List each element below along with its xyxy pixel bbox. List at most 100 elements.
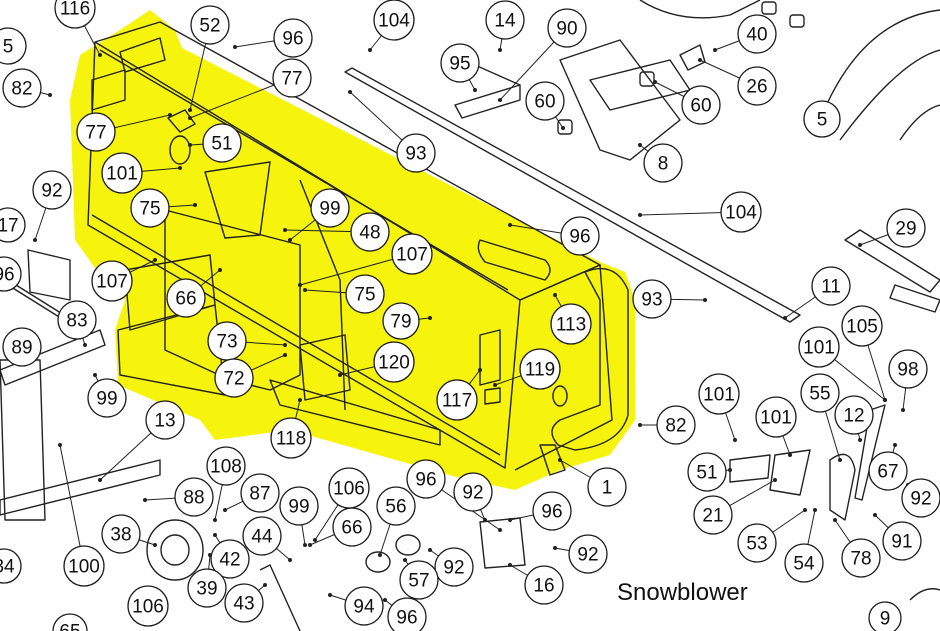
fastener-dot <box>213 533 217 537</box>
callout-circle <box>841 305 883 347</box>
callout-16: 16 <box>524 565 564 605</box>
callout-66: 66 <box>166 278 206 318</box>
callout-72: 72 <box>214 358 254 398</box>
callout-number: 66 <box>175 289 196 310</box>
callout-51: 51 <box>687 452 727 492</box>
callout-5: 5 <box>0 27 27 65</box>
callout-circle <box>681 85 721 125</box>
fastener-dot <box>773 478 777 482</box>
callout-34: 34 <box>0 548 22 584</box>
fastener-dot <box>428 548 432 552</box>
fastener-dot <box>893 443 897 447</box>
callout-101: 101 <box>798 326 840 368</box>
callout-number: 78 <box>850 549 871 570</box>
callout-number: 44 <box>251 527 273 548</box>
callout-number: 75 <box>139 199 160 220</box>
fastener-dot <box>883 398 887 402</box>
callout-99: 99 <box>87 378 127 418</box>
callout-78: 78 <box>841 538 881 578</box>
callout-circle <box>210 539 250 579</box>
callout-number: 34 <box>0 557 15 578</box>
fastener-dot <box>223 508 227 512</box>
fastener-dot <box>288 238 292 242</box>
callout-circle <box>272 58 312 98</box>
fastener-dot <box>403 558 407 562</box>
callout-number: 104 <box>378 11 410 32</box>
callout-96: 96 <box>560 216 600 256</box>
callout-circle <box>87 378 127 418</box>
callout-number: 53 <box>746 534 767 555</box>
callout-96: 96 <box>0 256 22 292</box>
callout-number: 93 <box>405 144 426 165</box>
fastener-dot <box>553 546 557 550</box>
fastener-dot <box>263 583 267 587</box>
fastener-dot <box>308 543 312 547</box>
callout-51: 51 <box>202 123 242 163</box>
fastener-dot <box>733 438 737 442</box>
callout-100: 100 <box>63 545 105 587</box>
callout-number: 107 <box>396 245 428 266</box>
callout-117: 117 <box>436 379 478 421</box>
callout-circle <box>396 133 436 173</box>
callout-number: 77 <box>85 123 106 144</box>
fastener-dot <box>858 438 862 442</box>
callout-92: 92 <box>568 534 608 574</box>
callout-number: 98 <box>897 360 918 381</box>
callout-number: 57 <box>408 571 429 592</box>
callout-circle <box>643 143 683 183</box>
callout-circle <box>387 597 427 631</box>
callout-42: 42 <box>210 539 250 579</box>
impeller-drawing <box>557 0 940 161</box>
callout-circle <box>202 123 242 163</box>
callout-number: 14 <box>494 11 516 32</box>
callout-120: 120 <box>373 341 415 383</box>
callout-circle <box>901 478 940 518</box>
fastener-dot <box>783 316 787 320</box>
callout-circle <box>440 43 480 83</box>
callout-number: 89 <box>11 338 32 359</box>
callout-circle <box>560 216 600 256</box>
callout-number: 1 <box>602 478 613 499</box>
callout-circle <box>568 534 608 574</box>
fastener-dot <box>478 368 482 372</box>
callout-circle <box>310 188 350 228</box>
fastener-dot <box>58 443 62 447</box>
callout-circle <box>0 256 22 292</box>
callout-circle <box>868 601 902 631</box>
fastener-dot <box>283 353 287 357</box>
fastener-dot <box>833 518 837 522</box>
callout-circle <box>57 300 97 340</box>
callout-101: 101 <box>101 152 143 194</box>
callout-60: 60 <box>681 85 721 125</box>
callout-104: 104 <box>373 0 415 41</box>
callout-number: 96 <box>282 29 303 50</box>
callout-circle <box>350 212 390 252</box>
fastener-dot <box>473 88 477 92</box>
callout-circle <box>214 358 254 398</box>
fastener-dot <box>561 126 565 130</box>
callout-number: 101 <box>106 164 138 185</box>
callout-number: 52 <box>199 16 220 37</box>
callout-83: 83 <box>57 300 97 340</box>
fastener-dot <box>803 508 807 512</box>
callout-circle <box>485 0 525 40</box>
fastener-dot <box>508 223 512 227</box>
callout-number: 105 <box>846 317 878 338</box>
callout-circle <box>406 459 446 499</box>
fastener-dot <box>728 468 732 472</box>
callout-number: 119 <box>525 360 555 381</box>
callout-56: 56 <box>376 486 416 526</box>
callout-circle <box>524 565 564 605</box>
callout-circle <box>32 170 72 210</box>
callout-circle <box>803 100 841 138</box>
callout-104: 104 <box>720 191 762 233</box>
callout-number: 99 <box>96 389 117 410</box>
callout-number: 107 <box>96 272 128 293</box>
callout-52: 52 <box>190 5 230 45</box>
callout-48: 48 <box>350 212 390 252</box>
callout-number: 42 <box>219 550 240 571</box>
callout-number: 99 <box>288 497 309 518</box>
callout-circle <box>720 191 762 233</box>
callout-number: 117 <box>442 391 472 412</box>
